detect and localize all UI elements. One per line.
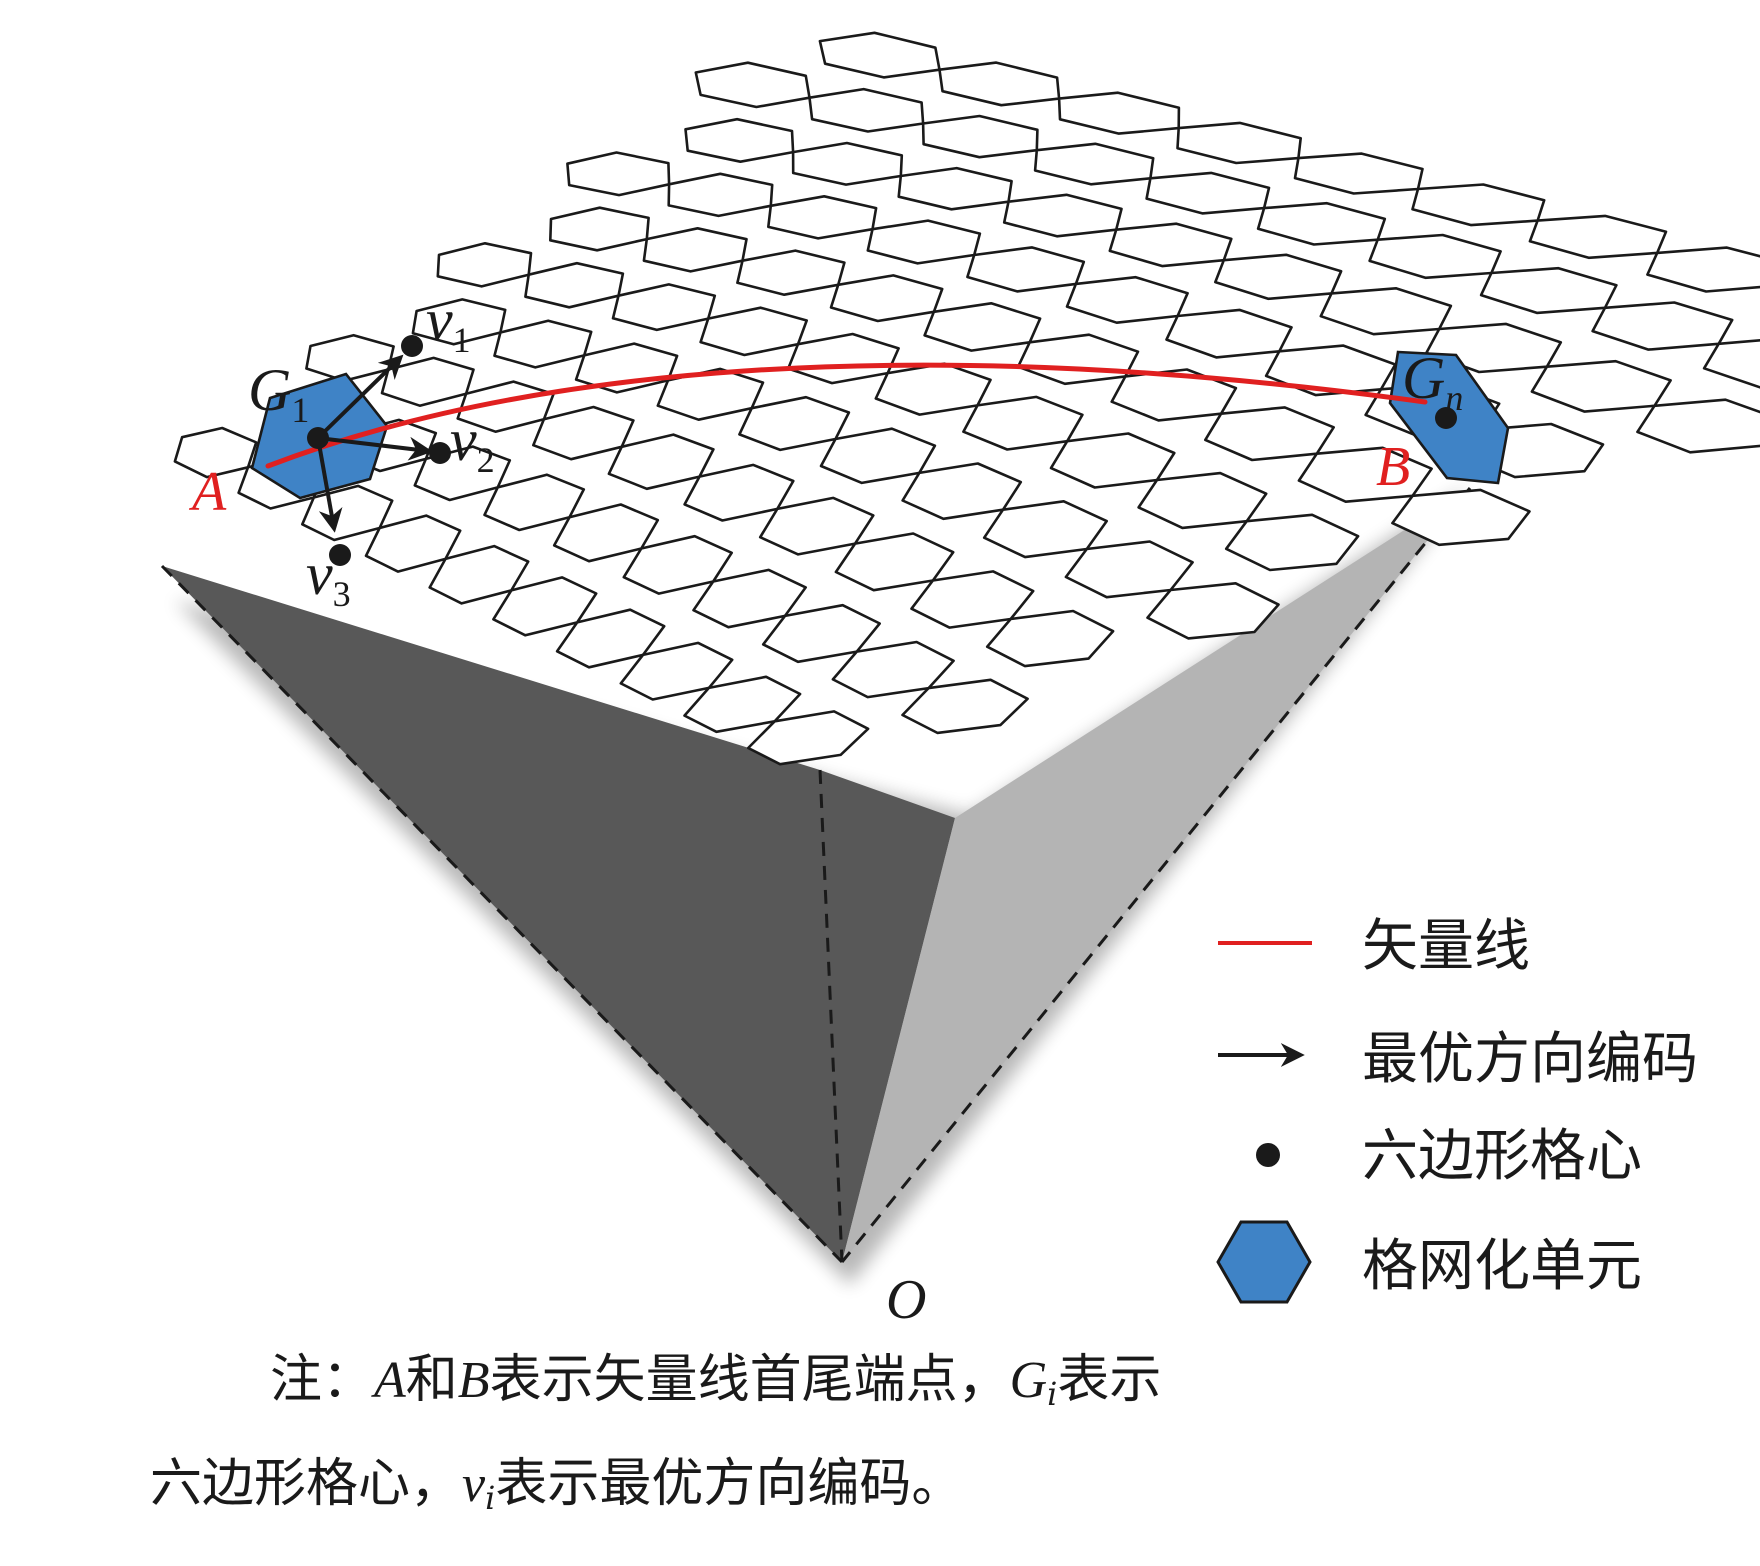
hex-cell <box>1137 471 1268 530</box>
hex-cell <box>786 332 900 385</box>
hex-cell <box>1528 214 1668 260</box>
legend-dot-icon <box>1256 1143 1280 1167</box>
legend-label-vector-line: 矢量线 <box>1362 914 1530 979</box>
label-v1: v1 <box>426 287 471 360</box>
label-a: A <box>188 461 227 523</box>
hex-cell <box>1165 308 1293 359</box>
label-gn: Gn <box>1402 345 1463 418</box>
hex-cell <box>1256 201 1387 246</box>
hex-cell <box>901 678 1029 735</box>
hex-cell <box>1176 121 1302 165</box>
hex-cell <box>1016 333 1140 386</box>
hex-cell <box>1057 91 1181 135</box>
hex-cell <box>380 356 475 408</box>
hex-cell <box>966 246 1086 293</box>
hex-cell <box>694 61 811 109</box>
hex-cell <box>746 710 870 766</box>
hex-cell <box>566 151 671 197</box>
label-b: B <box>1376 436 1410 498</box>
v3-dot <box>329 544 351 566</box>
hex-cell <box>493 319 593 369</box>
hex-cell <box>1049 432 1176 489</box>
hex-cell <box>1145 171 1271 215</box>
hex-cell <box>1002 193 1123 238</box>
legend: 矢量线 最优方向编码 六边形格心 格网化单元 <box>1216 914 1698 1304</box>
figure-note: 注：A和B表示矢量线首尾端点，Gi表示 六边形格心，vi表示最优方向编码。 <box>0 1335 1760 1543</box>
hex-cell <box>1319 286 1453 336</box>
hex-cell <box>699 306 809 357</box>
hex-cell <box>1636 398 1760 454</box>
hex-cell <box>938 61 1061 107</box>
hex-cell <box>766 195 878 240</box>
hex-cell <box>667 172 774 218</box>
hex-cell <box>897 166 1013 211</box>
hex-cell <box>985 609 1115 668</box>
hex-cell <box>1368 233 1502 280</box>
hex-cell <box>305 333 395 383</box>
v2-dot <box>429 442 451 464</box>
label-v2: v2 <box>450 407 495 480</box>
hex-cell <box>684 117 795 163</box>
hex-cell <box>1146 581 1280 640</box>
hex-cell <box>1530 359 1672 413</box>
hex-cell <box>923 301 1042 352</box>
gn-center-dot <box>1435 407 1457 429</box>
hex-cell <box>1204 406 1335 462</box>
hex-cell <box>1391 488 1531 547</box>
hex-cell <box>1297 446 1433 504</box>
hex-cell <box>1033 142 1155 186</box>
hex-cell <box>642 227 748 273</box>
hex-cell <box>1411 183 1546 227</box>
note-line-1: 注：A和B表示矢量线首尾端点，Gi表示 <box>270 1350 1162 1413</box>
hex-cell <box>791 141 904 186</box>
hex-cell <box>611 283 717 332</box>
hex-cell <box>818 31 941 79</box>
pyramid-hidden-edges <box>160 487 1472 1264</box>
hex-cell <box>1479 266 1618 315</box>
direction-arrows <box>316 354 433 533</box>
hex-cell <box>1065 275 1189 325</box>
note-line-2: 六边形格心，vi表示最优方向编码。 <box>150 1454 964 1517</box>
hex-cell <box>1224 513 1360 572</box>
hex-cell <box>524 261 625 309</box>
hex-cell <box>1293 152 1424 195</box>
hex-cell <box>1214 253 1343 301</box>
v1-dot <box>401 335 423 357</box>
hex-cell <box>436 242 533 288</box>
hex-cell <box>829 274 944 323</box>
label-v3: v3 <box>306 541 351 614</box>
legend-label-hex-center: 六边形格心 <box>1362 1124 1642 1189</box>
hex-cell <box>866 219 982 265</box>
legend-label-direction-code: 最优方向编码 <box>1362 1027 1698 1092</box>
legend-label-grid-cell: 格网化单元 <box>1362 1234 1642 1299</box>
hex-cell <box>1702 338 1760 389</box>
hex-cell <box>1108 222 1233 268</box>
hex-cell <box>808 87 925 133</box>
hex-cell <box>921 114 1039 159</box>
legend-hexagon-icon <box>1216 1220 1312 1304</box>
label-g1: G1 <box>248 357 309 430</box>
g1-center-dot <box>307 427 329 449</box>
hex-cell <box>1591 301 1734 351</box>
vector-line <box>265 362 1428 469</box>
hex-cell <box>874 362 992 416</box>
hex-cell <box>1646 246 1760 293</box>
hex-cell <box>548 206 650 252</box>
hex-cell <box>736 249 846 297</box>
pyramid-left-face <box>162 566 955 1262</box>
hexagon-grid <box>173 31 1760 766</box>
hex-cell <box>962 395 1084 451</box>
label-origin: O <box>886 1269 926 1331</box>
